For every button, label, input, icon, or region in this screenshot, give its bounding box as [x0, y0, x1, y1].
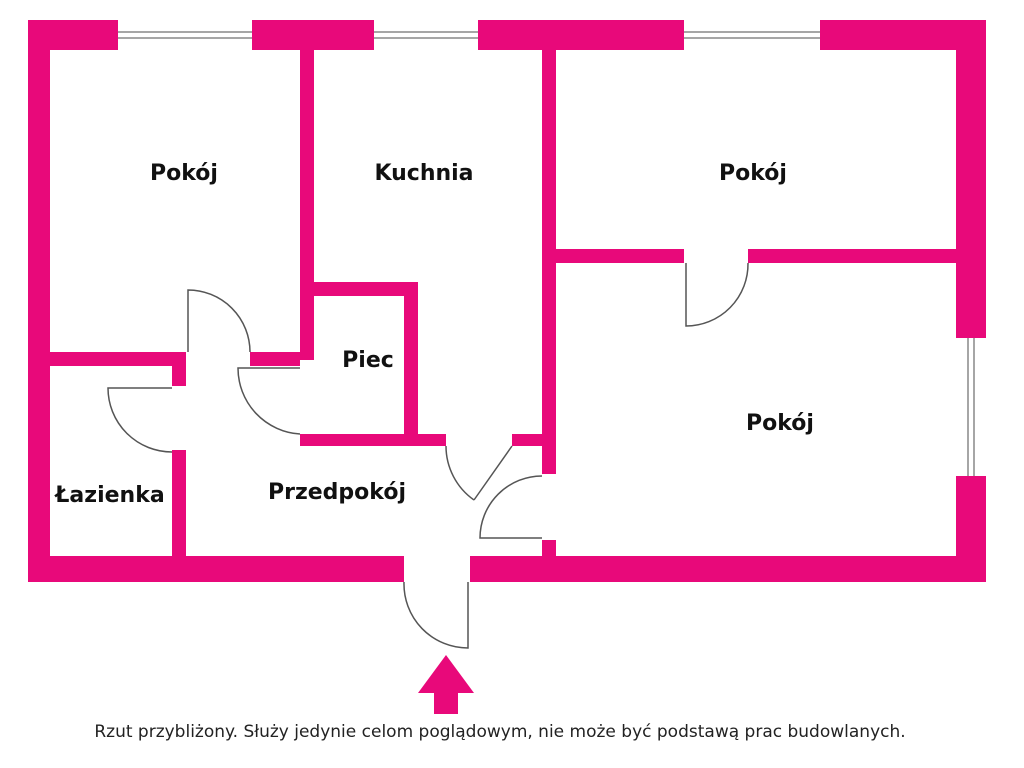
door-gap-rooms	[684, 249, 748, 263]
room-label-piec: Piec	[342, 348, 394, 373]
door-gap-piec	[300, 366, 314, 434]
window-gap-right	[956, 338, 986, 476]
door-pokoj-right	[479, 475, 543, 539]
arrow-up-icon	[418, 655, 474, 714]
window-1	[118, 31, 252, 39]
wall-pokoj-kuchnia	[300, 50, 314, 360]
wall-hall-top	[300, 434, 556, 446]
room-label-kuchnia: Kuchnia	[374, 161, 473, 186]
openings	[118, 20, 986, 582]
door-gap-pokoj-left	[186, 352, 250, 366]
window-2	[374, 31, 478, 39]
wall-left-horizontal	[50, 352, 300, 366]
windows	[118, 31, 975, 476]
disclaimer-note: Rzut przybliżony. Służy jedynie celom po…	[94, 722, 906, 742]
wall-piec-top	[314, 282, 418, 296]
door-rooms	[685, 262, 749, 327]
outer-wall-left	[28, 20, 50, 582]
room-label-przedpokoj: Przedpokój	[268, 480, 406, 505]
room-labels: Pokój Kuchnia Pokój Piec Pokój Łazienka …	[54, 161, 814, 508]
window-right	[967, 338, 975, 476]
door-kuchnia	[445, 445, 513, 501]
room-label-pokoj-right: Pokój	[746, 411, 814, 436]
window-3	[684, 31, 820, 39]
walls	[28, 20, 986, 582]
door-lazienka	[107, 387, 173, 453]
wall-kuchnia-right	[542, 50, 556, 556]
doors	[107, 262, 749, 649]
door-pokoj-left	[187, 289, 251, 353]
outer-wall-right	[956, 20, 986, 582]
window-gap-2	[374, 20, 478, 50]
room-label-pokoj-left: Pokój	[150, 161, 218, 186]
wall-piec-right	[404, 282, 418, 442]
room-label-lazienka: Łazienka	[54, 483, 164, 508]
door-gap-kuchnia	[446, 434, 512, 446]
arrow-up-icon-shape	[418, 655, 474, 714]
wall-rooms-divider	[556, 249, 956, 263]
window-gap-1	[118, 20, 252, 50]
door-piec	[237, 367, 301, 435]
outer-wall-bottom	[28, 556, 986, 582]
door-gap-lazienka	[172, 386, 186, 450]
window-gap-3	[684, 20, 820, 50]
room-label-pokoj-top-right: Pokój	[719, 161, 787, 186]
door-gap-entrance	[404, 556, 470, 582]
door-gap-pokoj-right	[542, 474, 556, 540]
door-entrance	[403, 581, 469, 649]
